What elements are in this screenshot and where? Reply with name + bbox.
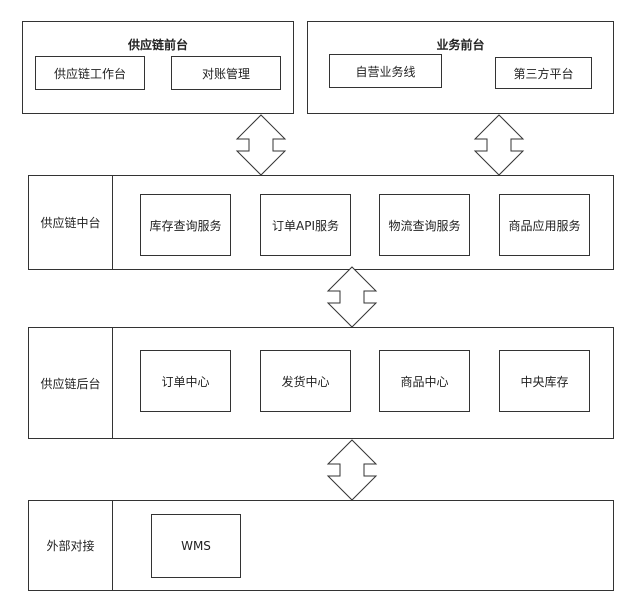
third-party-platform-box: 第三方平台 — [495, 57, 592, 89]
wms-box: WMS — [151, 514, 241, 578]
middle-divider — [112, 176, 113, 269]
business-front-panel: 业务前台 自营业务线 第三方平台 — [307, 21, 614, 114]
order-center-box: 订单中心 — [140, 350, 231, 412]
central-inventory-box: 中央库存 — [499, 350, 590, 412]
back-layer-panel: 供应链后台 订单中心 发货中心 商品中心 中央库存 — [28, 327, 614, 439]
logistics-query-service-box: 物流查询服务 — [379, 194, 470, 256]
shipping-center-box: 发货中心 — [260, 350, 351, 412]
business-front-title: 业务前台 — [436, 38, 485, 52]
external-layer-label: 外部对接 — [46, 539, 95, 553]
reconciliation-management-box: 对账管理 — [171, 56, 281, 90]
product-center-box: 商品中心 — [379, 350, 470, 412]
back-divider — [112, 328, 113, 438]
product-application-service-box: 商品应用服务 — [499, 194, 590, 256]
self-operated-business-box: 自营业务线 — [329, 54, 442, 88]
supply-chain-workbench-box: 供应链工作台 — [35, 56, 145, 90]
external-layer-panel: 外部对接 WMS — [28, 500, 614, 591]
middle-layer-panel: 供应链中台 库存查询服务 订单API服务 物流查询服务 商品应用服务 — [28, 175, 614, 270]
back-layer-label: 供应链后台 — [40, 376, 101, 391]
double-arrow-right-icon — [473, 114, 525, 176]
double-arrow-left-icon — [235, 114, 287, 176]
supply-chain-front-title: 供应链前台 — [127, 38, 188, 52]
order-api-service-box: 订单API服务 — [260, 194, 351, 256]
middle-layer-label: 供应链中台 — [40, 216, 101, 230]
double-arrow-bottom-icon — [326, 439, 378, 501]
double-arrow-middle-icon — [326, 266, 378, 328]
inventory-query-service-box: 库存查询服务 — [140, 194, 231, 256]
external-divider — [112, 501, 113, 590]
supply-chain-front-panel: 供应链前台 供应链工作台 对账管理 — [22, 21, 294, 114]
